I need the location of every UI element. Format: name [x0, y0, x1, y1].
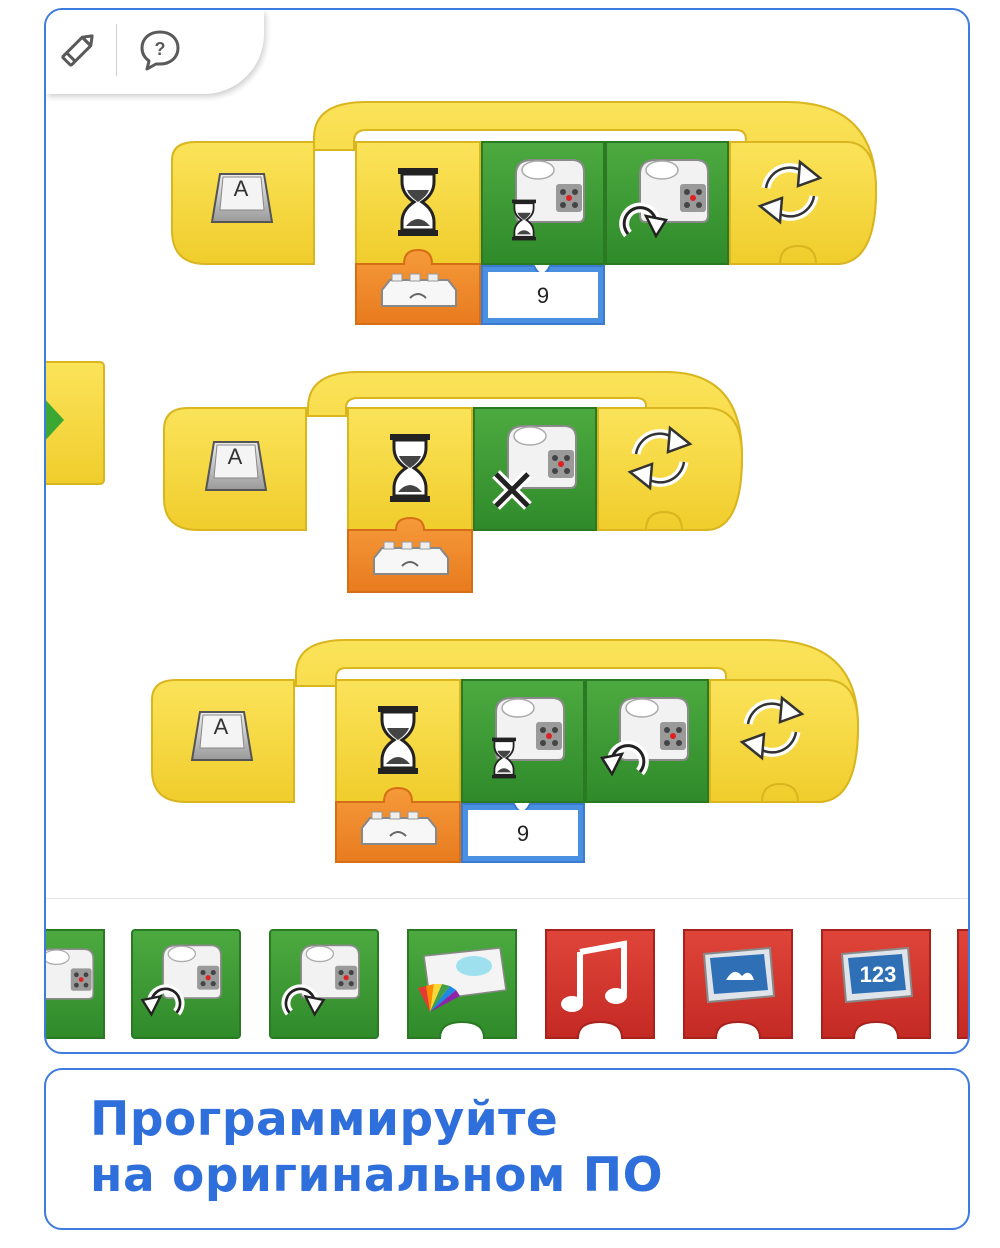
palette-motor-clockwise[interactable]: [269, 929, 379, 1039]
palette-display-number[interactable]: 123: [821, 929, 931, 1039]
loop-end-block-2[interactable]: [597, 407, 744, 531]
loop-end-block-3[interactable]: [709, 679, 860, 803]
number-input-value[interactable]: 9: [517, 821, 529, 846]
number-display-label: 123: [860, 962, 897, 987]
program-row-3[interactable]: A 9: [151, 639, 860, 863]
svg-text:?: ?: [155, 39, 166, 59]
trigger-key-label: A: [214, 714, 229, 739]
palette-next-partial[interactable]: [957, 929, 968, 1039]
caption-card: Программируйте на оригинальном ПО: [44, 1068, 970, 1230]
music-note-icon: [561, 940, 627, 1012]
trigger-key-label: A: [234, 176, 249, 201]
palette-motor-counterclockwise[interactable]: [131, 929, 241, 1039]
offscreen-start-block[interactable]: [46, 361, 105, 485]
palette-display-image[interactable]: [683, 929, 793, 1039]
pencil-icon[interactable]: [54, 26, 102, 74]
trigger-key-label: A: [228, 444, 243, 469]
canvas-toolbar: ?: [46, 10, 264, 94]
toolbar-divider: [116, 24, 117, 76]
palette-motor-off[interactable]: [46, 929, 105, 1039]
caption-line-2: на оригинальном ПО: [90, 1148, 664, 1203]
program-row-2[interactable]: A: [163, 371, 744, 593]
programming-canvas[interactable]: ?: [44, 8, 970, 1054]
caption-heading: Программируйте на оригинальном ПО: [90, 1092, 663, 1204]
play-icon: [46, 400, 64, 440]
number-input-value[interactable]: 9: [537, 283, 549, 308]
program-area: A 9: [46, 101, 968, 1039]
screen-image-icon: [702, 946, 776, 1004]
light-icon: [456, 956, 492, 976]
loop-end-block-1[interactable]: [729, 141, 878, 265]
screen-number-icon: [840, 946, 914, 1004]
palette-divider: [46, 898, 968, 899]
palette-hub-light[interactable]: [407, 929, 517, 1039]
palette-play-sound[interactable]: [545, 929, 655, 1039]
color-fan-icon: [418, 984, 460, 1012]
help-icon[interactable]: ?: [136, 26, 184, 74]
caption-line-1: Программируйте: [90, 1092, 559, 1147]
block-palette: 123: [46, 929, 968, 1039]
motor-icon: [46, 948, 94, 1000]
program-row-1[interactable]: A 9: [171, 101, 878, 325]
